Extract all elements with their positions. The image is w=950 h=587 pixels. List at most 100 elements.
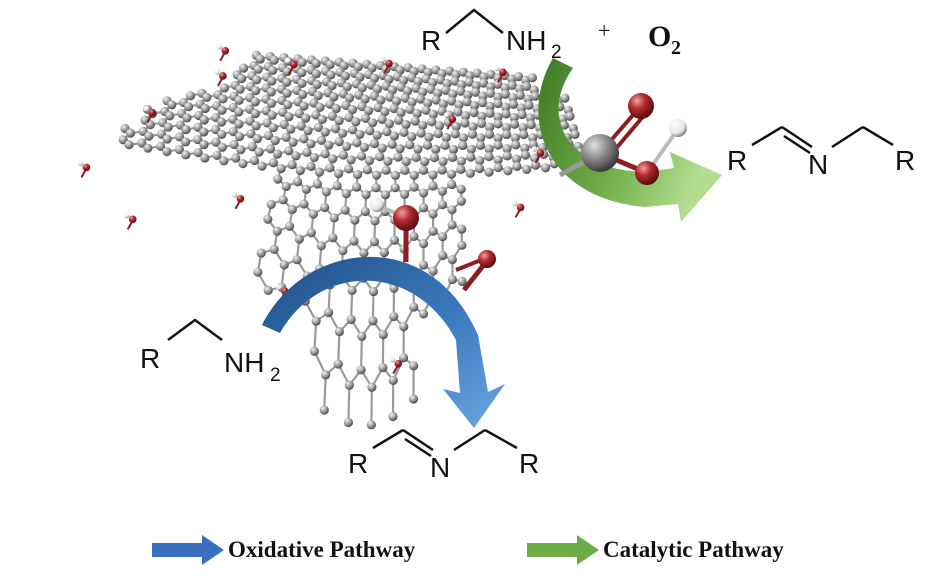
carbon-atom: [359, 142, 369, 152]
oxygen-atom: [128, 215, 137, 224]
carbon-atom: [456, 164, 466, 174]
carbon-atom: [351, 117, 361, 127]
carbon-atom: [183, 102, 194, 112]
carbon-atom: [407, 132, 417, 142]
carbon-atom: [502, 151, 512, 161]
carbon-atom: [379, 247, 389, 258]
carbon-atom: [431, 95, 441, 105]
imine-n-label: N: [808, 149, 828, 180]
carbon-atom: [466, 144, 476, 154]
carbon-atom: [319, 405, 329, 415]
carbon-atom: [514, 72, 524, 82]
carbon-atom: [297, 57, 307, 68]
hydrogen-atom: [143, 105, 150, 112]
carbon-bond: [370, 387, 373, 425]
carbon-atom: [321, 187, 332, 197]
carbon-atom: [357, 83, 367, 93]
carbon-atom: [320, 202, 330, 213]
carbon-atom: [395, 144, 405, 154]
carbon-atom: [165, 111, 175, 121]
carbon-atom: [316, 135, 327, 145]
carbon-atom: [182, 113, 192, 123]
carbon-atom: [441, 132, 451, 143]
carbon-atom: [388, 375, 398, 385]
carbon-atom: [331, 124, 341, 134]
hydrogen-atom: [284, 57, 291, 64]
carbon-atom: [437, 200, 448, 210]
carbon-atom: [167, 100, 177, 110]
carbon-atom: [331, 103, 341, 114]
carbon-atom: [360, 206, 370, 217]
carbon-atom: [199, 127, 209, 137]
carbon-atom: [517, 109, 527, 120]
carbon-atom: [263, 285, 273, 295]
carbon-atom: [409, 231, 419, 242]
carbon-atom: [181, 137, 191, 147]
carbon-atom: [438, 99, 448, 109]
carbon-atom: [238, 159, 248, 169]
carbon-atom: [200, 103, 210, 114]
carbon-atom: [299, 199, 309, 209]
carbon-atom: [251, 121, 261, 131]
carbon-atom: [365, 126, 375, 136]
carbon-atom: [216, 117, 227, 127]
carbon-atom: [511, 140, 521, 150]
carbon-atom: [231, 153, 241, 163]
carbon-atom: [518, 123, 528, 133]
amine-nh-label: NH: [224, 347, 264, 378]
carbon-atom: [448, 89, 458, 99]
carbon-atom: [292, 255, 302, 265]
carbon-atom: [341, 189, 351, 199]
carbon-atom: [349, 236, 359, 246]
carbon-atom: [324, 140, 334, 150]
carbon-atom: [484, 167, 494, 177]
carbon-atom: [475, 156, 485, 166]
carbon-atom: [344, 380, 354, 390]
hydrogen-atom: [389, 356, 396, 363]
carbon-atom: [163, 122, 173, 132]
carbon-atom: [463, 90, 473, 100]
carbon-atom: [428, 209, 438, 219]
carbon-atom: [334, 137, 344, 147]
carbon-atom: [519, 129, 529, 140]
carbon-atom: [418, 260, 429, 270]
oxygen-atom: [221, 46, 230, 55]
oxygen-atom: [516, 203, 525, 212]
carbon-atom: [468, 122, 478, 132]
carbon-atom: [385, 92, 395, 102]
carbon-atom: [352, 182, 362, 192]
carbon-atom: [284, 146, 294, 156]
carbon-atom: [401, 156, 411, 167]
carbon-atom: [508, 99, 519, 109]
carbon-atom: [250, 109, 261, 119]
carbon-atom: [409, 302, 419, 312]
carbon-atom: [493, 112, 503, 122]
carbon-atom: [279, 260, 289, 270]
carbon-atom: [357, 101, 367, 112]
carbon-atom: [465, 168, 475, 178]
carbon-atom: [326, 70, 336, 80]
carbon-atom: [501, 122, 511, 133]
carbon-atom: [474, 163, 485, 174]
carbon-atom: [309, 346, 319, 356]
catalytic-pathway-arrow: [538, 58, 722, 222]
carbon-atom: [361, 190, 371, 200]
carbon-atom: [313, 91, 323, 101]
carbon-atom: [317, 114, 327, 125]
carbon-atom: [524, 100, 534, 110]
carbon-atom: [263, 214, 273, 224]
carbon-atom: [311, 110, 321, 120]
carbon-atom: [411, 152, 421, 163]
carbon-atom: [440, 140, 450, 150]
carbon-atom: [329, 92, 339, 102]
carbon-atom: [344, 112, 354, 122]
carbon-atom: [493, 140, 503, 150]
carbon-atom: [350, 215, 360, 225]
r-group-label: R: [727, 145, 747, 176]
carbon-atom: [398, 353, 409, 363]
carbon-atom: [373, 102, 383, 113]
carbon-atom: [234, 95, 244, 106]
carbon-atom: [218, 94, 228, 104]
carbon-atom: [511, 154, 522, 164]
carbon-atom: [570, 129, 580, 139]
